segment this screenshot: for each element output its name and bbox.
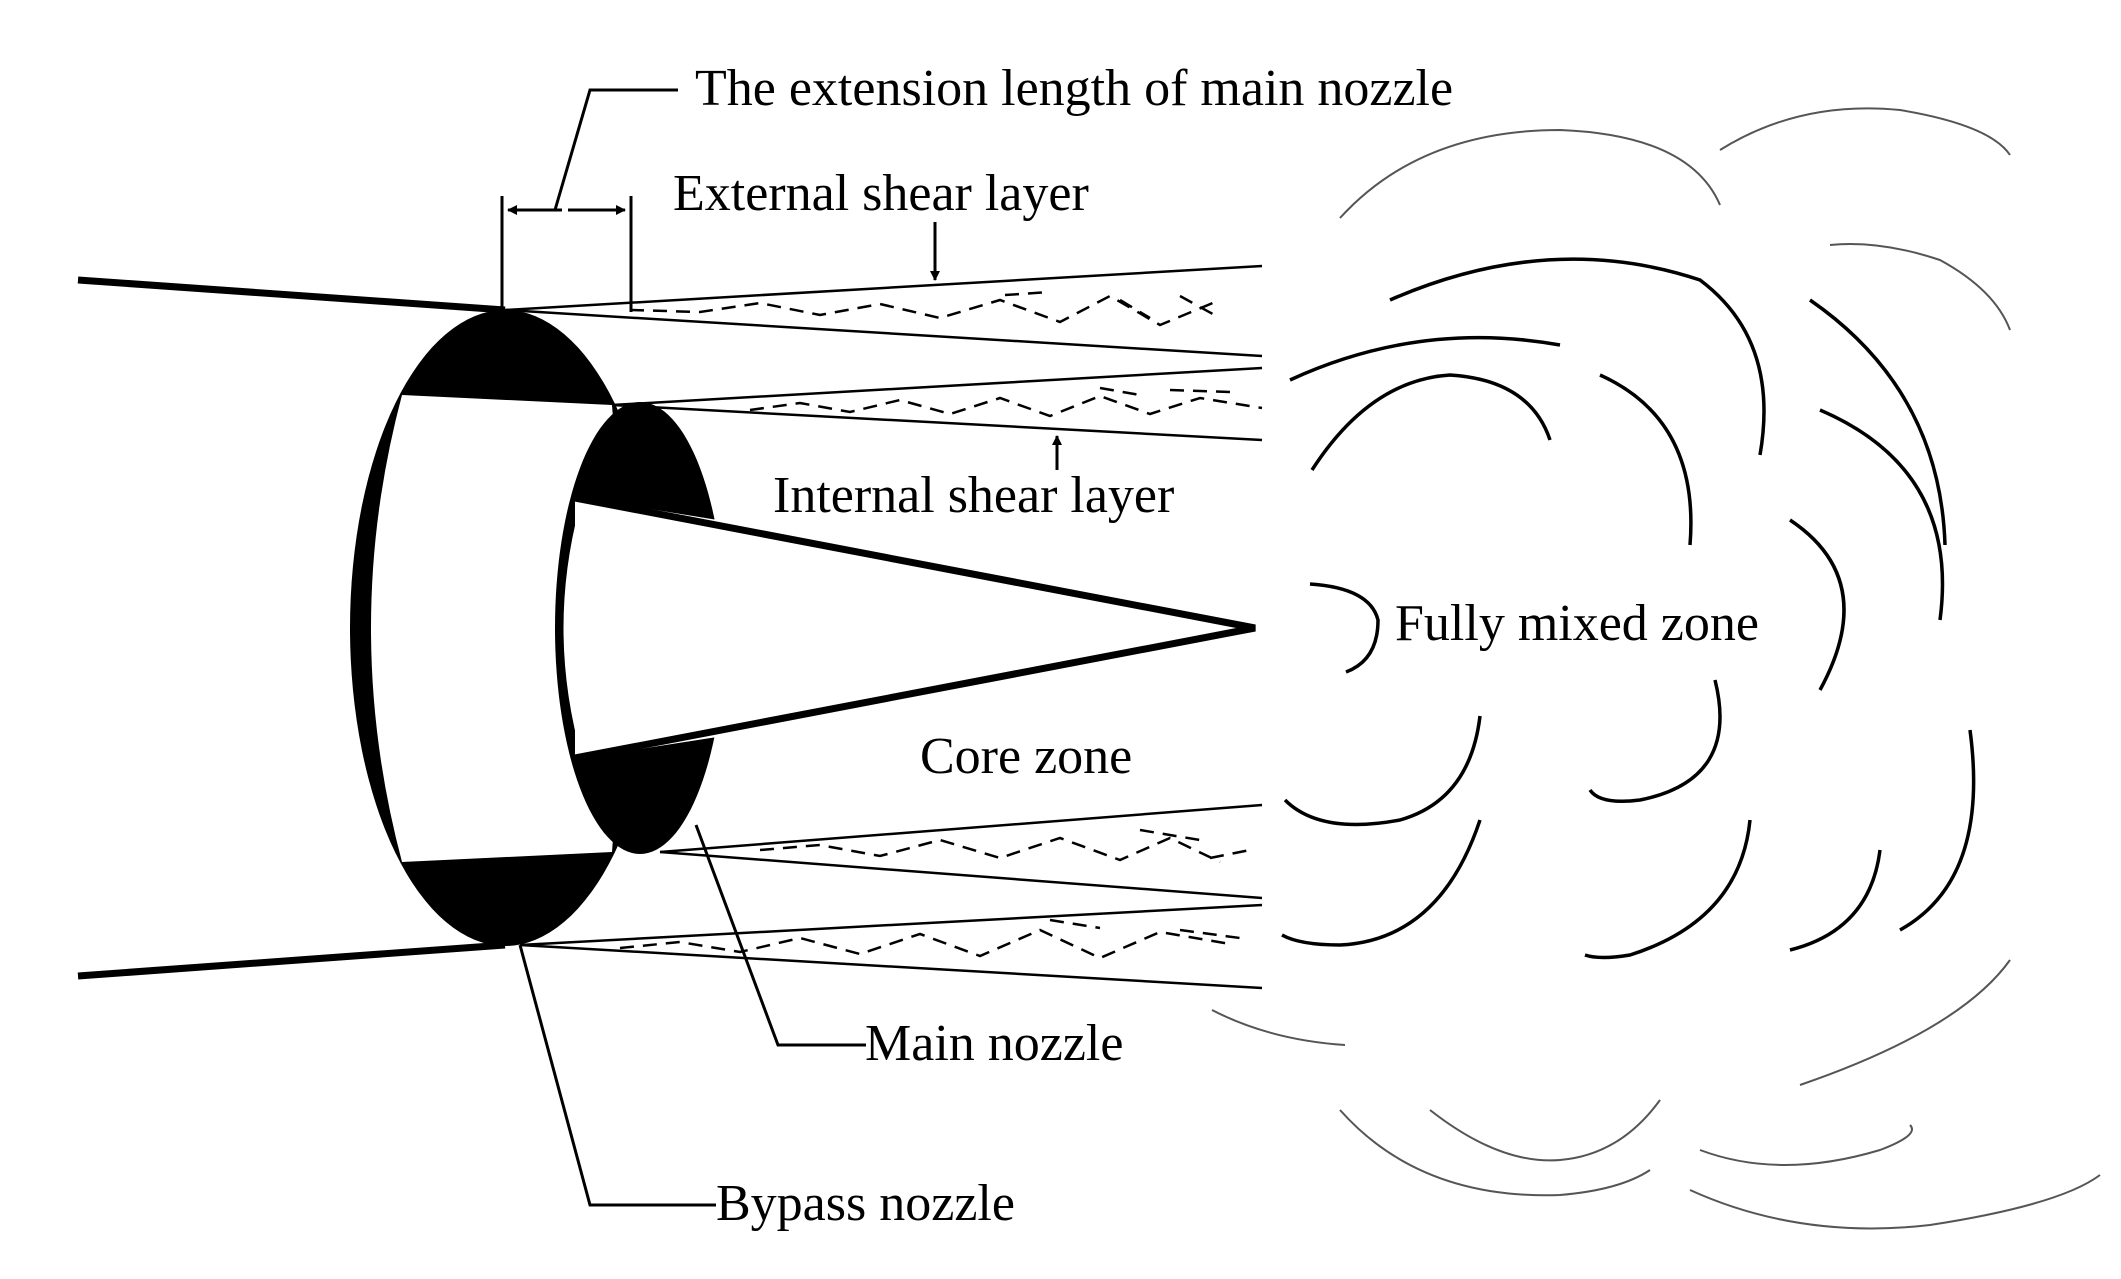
mixing-arcs-faint [1211,107,2101,1230]
extension-dimension [500,88,678,312]
turbulence-dashes [619,290,1263,960]
label-extension-length: The extension length of main nozzle [695,60,1453,117]
label-internal-shear-layer: Internal shear layer [773,467,1174,524]
label-core-zone: Core zone [920,728,1132,785]
label-external-shear-layer: External shear layer [673,165,1089,222]
core-cone [574,494,1256,762]
text-labels: The extension length of main nozzle Exte… [673,60,1759,1232]
label-pointers [518,222,1062,1207]
shear-layer-wedges [504,264,1263,990]
mixing-arcs [1281,257,1976,960]
bypass-casing [77,276,506,980]
label-fully-mixed-zone: Fully mixed zone [1395,595,1759,652]
label-bypass-nozzle: Bypass nozzle [716,1175,1015,1232]
label-main-nozzle: Main nozzle [865,1015,1123,1072]
